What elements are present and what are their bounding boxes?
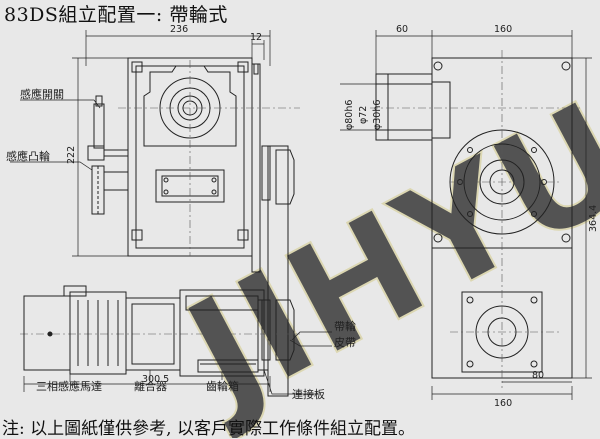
pulley-hub-top (275, 149, 295, 205)
leaders-left (10, 99, 332, 395)
motor-center-dot (47, 331, 53, 337)
disc-hole (467, 147, 473, 153)
sensor-cam-body (87, 145, 105, 161)
sensor-switch-body (93, 103, 105, 149)
dim-12: 12 (250, 32, 262, 43)
front-centerlines (20, 60, 300, 335)
lower-hole (466, 296, 474, 304)
leader-sensor-switch (20, 99, 101, 109)
label-sensor-cam: 感應凸輪 (6, 149, 50, 163)
leader-sensor-cam (10, 161, 93, 171)
label-sensor-switch: 感應開關 (20, 87, 64, 101)
screw (211, 177, 217, 183)
footer-note: 注: 以上圖紙僅供參考, 以客戶實際工作條件組立配置。 (2, 419, 415, 439)
dim-phi80h6: φ80h6 (344, 100, 355, 130)
mount-hole (433, 61, 443, 71)
label-connecting-plate: 連接板 (292, 387, 325, 401)
shaft-housing-inner (375, 83, 433, 131)
dim-160-top: 160 (494, 24, 512, 35)
motor-end (23, 295, 71, 371)
pulley-hub-bottom (275, 299, 295, 361)
side-centerlines (370, 50, 580, 388)
mount-hole (561, 233, 571, 243)
left-dimensions (23, 30, 271, 392)
cam-bracket (103, 171, 129, 191)
dim-364-4: 364.4 (588, 205, 599, 232)
pulley-top (261, 145, 271, 201)
right-plate-detail (253, 63, 259, 75)
dim-236: 236 (170, 24, 188, 35)
lower-hole (466, 360, 474, 368)
motor-assembly (23, 285, 269, 377)
leader-belt (289, 339, 332, 347)
dim-60: 60 (396, 24, 408, 35)
dim-160-bottom: 160 (494, 398, 512, 409)
bolt-hole (131, 61, 143, 73)
screw (163, 189, 169, 195)
motor-terminal (63, 285, 87, 297)
disc-hole (531, 211, 537, 217)
dim-222: 222 (66, 146, 77, 164)
leader-pulley (291, 331, 332, 341)
bolt-hole (237, 229, 249, 241)
lower-hole (530, 296, 538, 304)
leader-connecting-plate (263, 369, 318, 395)
disc-mid (463, 143, 541, 221)
label-belt: 皮帶 (334, 336, 356, 349)
label-pulley: 帶輪 (334, 319, 356, 333)
label-gearbox: 齒輪箱 (206, 379, 239, 393)
bearing-flange (143, 65, 237, 147)
mount-hole (433, 233, 443, 243)
screw (163, 177, 169, 183)
dim-phi72: φ72 (358, 106, 369, 124)
bolt-hole (131, 229, 143, 241)
right-dimensions (340, 30, 592, 400)
connecting-plate-shape (257, 299, 269, 371)
drawing-title: 83DS組立配置一: 帶輪式 (4, 4, 228, 26)
lower-hole (530, 360, 538, 368)
dim-300-5: 300.5 (142, 374, 169, 385)
dim-80: 80 (532, 370, 544, 381)
bolt-hole (237, 61, 249, 73)
disc-inner (479, 159, 525, 205)
dim-phi30h6: φ30h6 (372, 100, 383, 130)
label-clutch: 離合器 (134, 379, 167, 393)
sensor-switch-top (95, 95, 103, 107)
label-motor: 三相感應馬達 (36, 379, 102, 393)
disc-hole (467, 211, 473, 217)
mount-hole (561, 61, 571, 71)
pulley-belt (267, 145, 289, 397)
clutch-inner (131, 303, 175, 365)
center-window (155, 169, 225, 203)
disc-hole (531, 147, 537, 153)
shaft-collar (431, 81, 451, 139)
screw (211, 189, 217, 195)
